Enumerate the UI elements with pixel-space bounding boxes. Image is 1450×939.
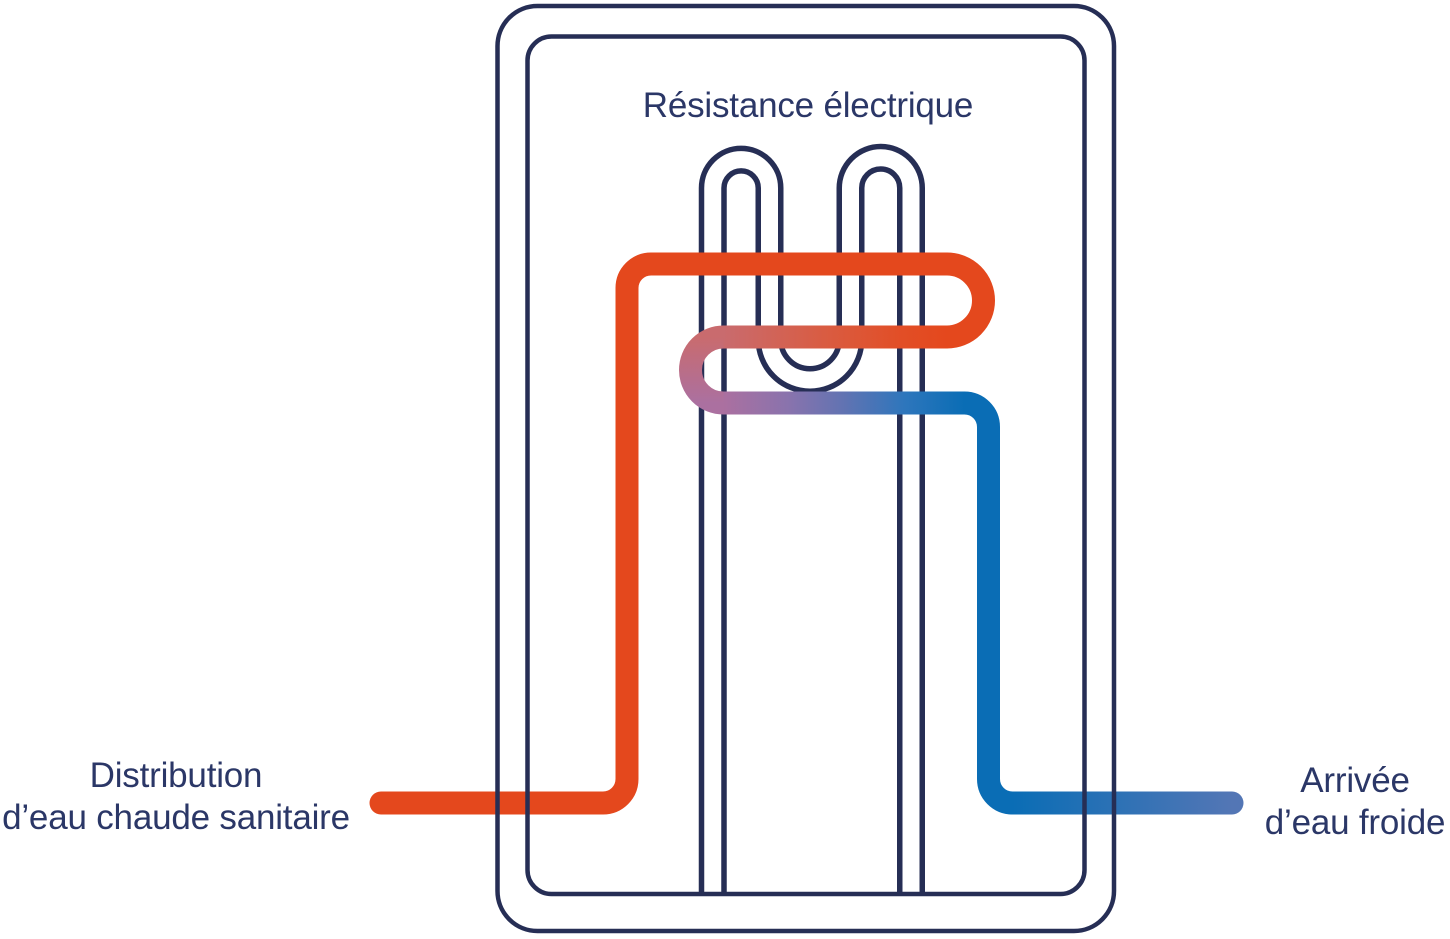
tank xyxy=(495,3,1117,934)
tank-inner-wall xyxy=(525,34,1087,897)
cold-water-inlet-label-line2: d’eau froide xyxy=(1264,803,1446,842)
water-pipe xyxy=(369,252,1244,815)
pipe-mix-turn-segment xyxy=(679,325,725,415)
heating-element-bore xyxy=(704,149,920,894)
resistance-label: Résistance électrique xyxy=(642,86,974,125)
cold-water-inlet-label-line1: Arrivée xyxy=(1300,761,1410,800)
hot-water-outlet-label-line1: Distribution xyxy=(89,756,263,795)
tank-outer-wall xyxy=(495,3,1117,934)
hot-water-outlet-label: Distribution d’eau chaude sanitaire xyxy=(0,755,366,839)
cold-water-inlet-label: Arrivée d’eau froide xyxy=(1253,760,1450,844)
pipe-hot-segment xyxy=(369,252,995,815)
heating-element xyxy=(698,143,925,894)
hot-water-outlet-label-line2: d’eau chaude sanitaire xyxy=(2,798,350,837)
pipe-cold-segment xyxy=(963,391,1030,815)
